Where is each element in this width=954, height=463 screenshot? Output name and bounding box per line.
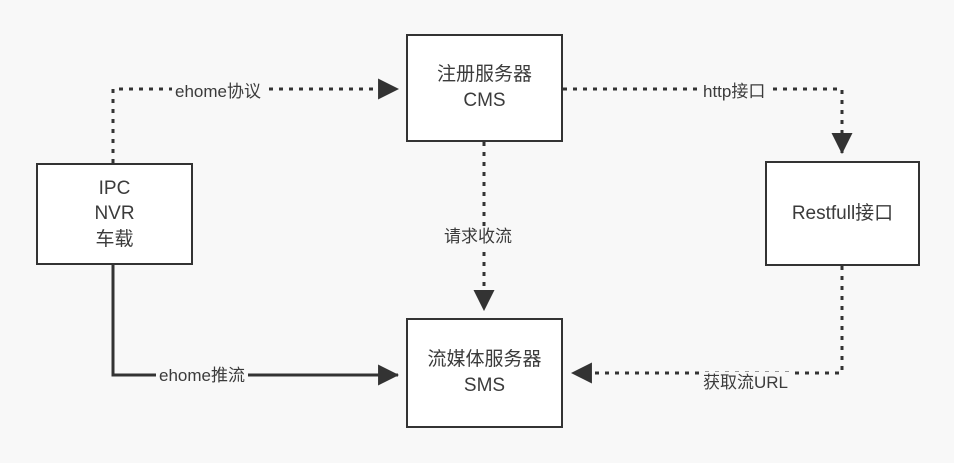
edge-http-interface	[563, 87, 853, 155]
node-streaming-media-server-sms[interactable]: 流媒体服务器 SMS	[406, 318, 563, 428]
node-cms-line1: 注册服务器	[436, 64, 532, 86]
edge-label-http-interface: http接口	[700, 81, 769, 102]
node-cms-line2: CMS	[463, 90, 506, 111]
node-rest-line1: Restfull接口	[791, 202, 894, 224]
node-restfull-interface[interactable]: Restfull接口	[765, 161, 920, 266]
node-sms-line2: SMS	[463, 375, 506, 396]
node-registration-server-cms[interactable]: 注册服务器 CMS	[406, 34, 563, 142]
node-ipc-line3: 车载	[95, 228, 134, 250]
node-ipc-line2: NVR	[94, 203, 135, 225]
edge-label-ehome-protocol: ehome协议	[172, 81, 264, 102]
edge-ehome-protocol	[111, 78, 400, 163]
node-sms-line1: 流媒体服务器	[427, 349, 542, 371]
node-ipc-line1: IPC	[98, 177, 131, 199]
edge-label-ehome-push: ehome推流	[156, 365, 248, 386]
edge-label-get-stream-url: 获取流URL	[700, 372, 792, 393]
edge-ehome-push	[111, 265, 400, 386]
node-ipc-nvr-vehicle[interactable]: IPC NVR 车载	[36, 163, 193, 265]
edge-get-stream-url	[570, 266, 844, 384]
edge-label-request-stream: 请求收流	[441, 226, 515, 247]
